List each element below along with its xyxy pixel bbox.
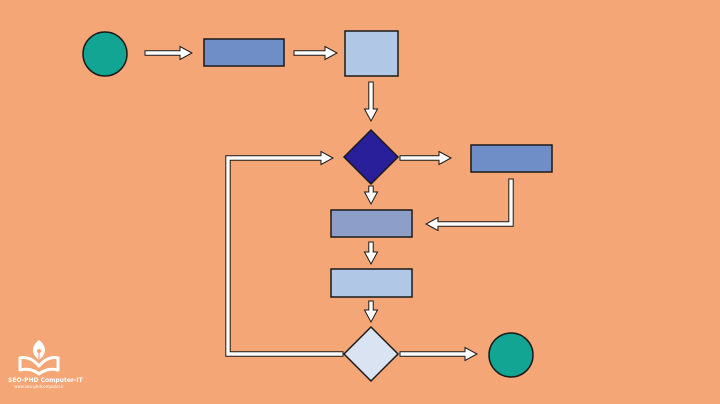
logo-name: SEO-PHD Computer-IT — [8, 377, 83, 384]
logo: SEO-PHD Computer-IT www.seo-phdcomputer.… — [8, 336, 83, 400]
node-start — [82, 31, 128, 77]
arrow-decision-1-to-process-3 — [399, 150, 453, 166]
node-end — [488, 332, 534, 378]
node-process-3 — [470, 144, 553, 173]
arrow-process-3-to-process-4 — [424, 178, 514, 232]
arrow-process-5-to-decision-2 — [363, 300, 379, 324]
arrow-process-1-to-process-2 — [293, 45, 339, 61]
arrow-decision-1-to-process-4 — [363, 185, 379, 206]
logo-url: www.seo-phdcomputer.ir — [14, 384, 64, 389]
node-process-4 — [330, 209, 413, 238]
arrow-start-to-process-1 — [144, 45, 194, 61]
arrow-decision-2-to-decision-1 — [225, 150, 344, 357]
pen-nib-book-icon — [18, 340, 60, 376]
node-decision-1 — [342, 128, 400, 186]
node-process-5 — [330, 268, 413, 298]
node-process-1 — [203, 38, 285, 67]
node-decision-2 — [342, 325, 400, 383]
node-process-2 — [344, 30, 399, 77]
arrow-process-4-to-process-5 — [363, 241, 379, 266]
arrow-decision-2-to-end — [399, 346, 479, 362]
arrow-process-2-to-decision-1 — [363, 81, 379, 123]
